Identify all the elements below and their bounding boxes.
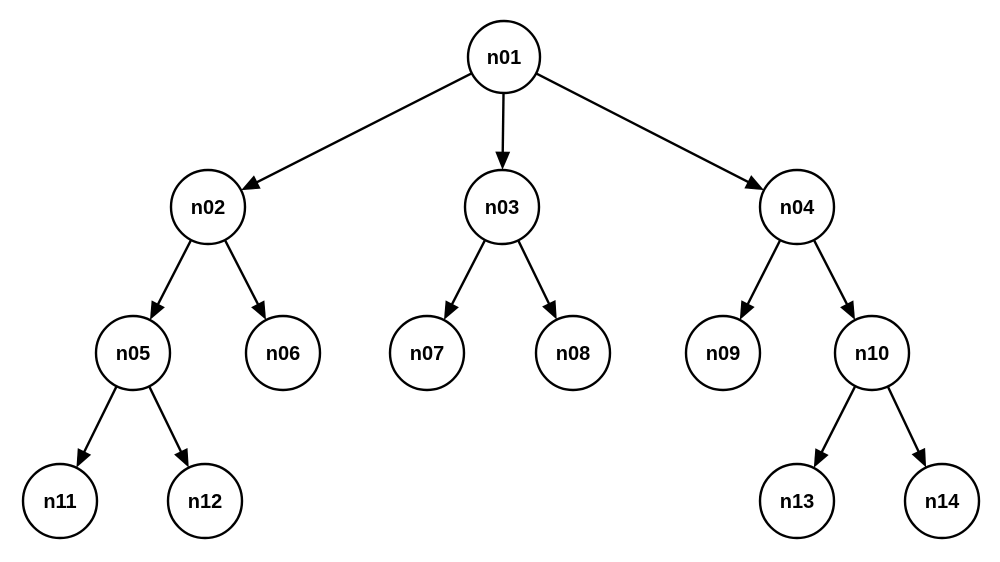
node-circle[interactable] — [169, 168, 247, 246]
edge-line — [82, 386, 118, 455]
node-label: n07 — [410, 343, 444, 365]
arrowhead-icon — [241, 175, 261, 191]
arrowhead-icon — [739, 300, 755, 320]
edge-n03-to-n07 — [444, 240, 486, 320]
node-label: n04 — [780, 197, 815, 219]
graph-node-n06[interactable]: n06 — [244, 314, 322, 392]
arrowhead-icon — [251, 300, 266, 320]
graph-node-n07[interactable]: n07 — [388, 314, 466, 392]
graph-node-n04[interactable]: n04 — [758, 168, 836, 246]
edge-n02-to-n06 — [224, 240, 266, 320]
node-label: n06 — [266, 343, 300, 365]
node-circle[interactable] — [758, 168, 836, 246]
graph-node-n13[interactable]: n13 — [758, 462, 836, 540]
graph-node-n10[interactable]: n10 — [833, 314, 911, 392]
node-circle[interactable] — [758, 462, 836, 540]
edge-line — [254, 72, 472, 185]
arrowhead-icon — [840, 300, 855, 320]
node-label: n05 — [116, 343, 150, 365]
edge-line — [450, 240, 486, 307]
graph-node-n02[interactable]: n02 — [169, 168, 247, 246]
node-label: n10 — [855, 343, 889, 365]
node-circle[interactable] — [463, 168, 541, 246]
node-circle[interactable] — [466, 19, 542, 95]
graph-node-n03[interactable]: n03 — [463, 168, 541, 246]
node-label: n09 — [706, 343, 740, 365]
arrowhead-icon — [444, 300, 459, 320]
arrowhead-icon — [813, 448, 829, 468]
node-circle[interactable] — [833, 314, 911, 392]
arrowhead-icon — [744, 175, 764, 191]
node-circle[interactable] — [684, 314, 762, 392]
graph-node-n09[interactable]: n09 — [684, 314, 762, 392]
arrowhead-icon — [76, 448, 92, 468]
edge-line — [148, 386, 183, 454]
arrowhead-icon — [911, 447, 927, 468]
nodes-layer: n01 n02 n03 n04 n05 n06 n07 n08 n09 n10 n11 n12 n13 n… — [21, 19, 981, 540]
edge-n02-to-n05 — [150, 240, 192, 320]
edge-n04-to-n09 — [739, 240, 781, 320]
edge-line — [536, 72, 751, 184]
node-label: n14 — [925, 491, 960, 513]
node-circle[interactable] — [388, 314, 466, 392]
node-label: n08 — [556, 343, 590, 365]
graph-node-n05[interactable]: n05 — [94, 314, 172, 392]
edge-n03-to-n08 — [517, 240, 557, 320]
edge-line — [224, 240, 260, 307]
graph-node-n08[interactable]: n08 — [534, 314, 612, 392]
node-label: n02 — [191, 197, 225, 219]
edge-n01-to-n02 — [241, 72, 472, 191]
node-circle[interactable] — [903, 462, 981, 540]
edge-line — [887, 386, 921, 454]
edge-n10-to-n13 — [813, 386, 856, 468]
edge-line — [517, 240, 551, 306]
edge-n01-to-n04 — [536, 72, 764, 191]
node-label: n11 — [43, 491, 76, 513]
edge-n05-to-n12 — [148, 386, 189, 468]
arrowhead-icon — [495, 151, 511, 170]
arrowhead-icon — [150, 300, 165, 320]
node-circle[interactable] — [244, 314, 322, 392]
edge-n05-to-n11 — [76, 386, 118, 468]
node-circle[interactable] — [166, 462, 244, 540]
arrowhead-icon — [542, 300, 557, 320]
node-circle[interactable] — [94, 314, 172, 392]
node-label: n03 — [485, 197, 519, 219]
node-label: n13 — [780, 491, 814, 513]
edge-line — [501, 93, 505, 155]
edges-layer — [76, 72, 927, 468]
edge-line — [813, 240, 849, 307]
node-circle[interactable] — [21, 462, 99, 540]
graph-node-n14[interactable]: n14 — [903, 462, 981, 540]
edge-line — [156, 240, 192, 307]
graph-node-n01[interactable]: n01 — [466, 19, 542, 95]
arrowhead-icon — [174, 448, 189, 468]
edge-n10-to-n14 — [887, 386, 927, 468]
edge-line — [745, 240, 781, 307]
edge-n04-to-n10 — [813, 240, 855, 320]
graph-node-n12[interactable]: n12 — [166, 462, 244, 540]
graph-node-n11[interactable]: n11 — [21, 462, 99, 540]
edge-line — [819, 386, 856, 455]
node-circle[interactable] — [534, 314, 612, 392]
node-label: n01 — [487, 47, 521, 69]
node-label: n12 — [188, 491, 222, 513]
edge-n01-to-n03 — [495, 93, 511, 170]
